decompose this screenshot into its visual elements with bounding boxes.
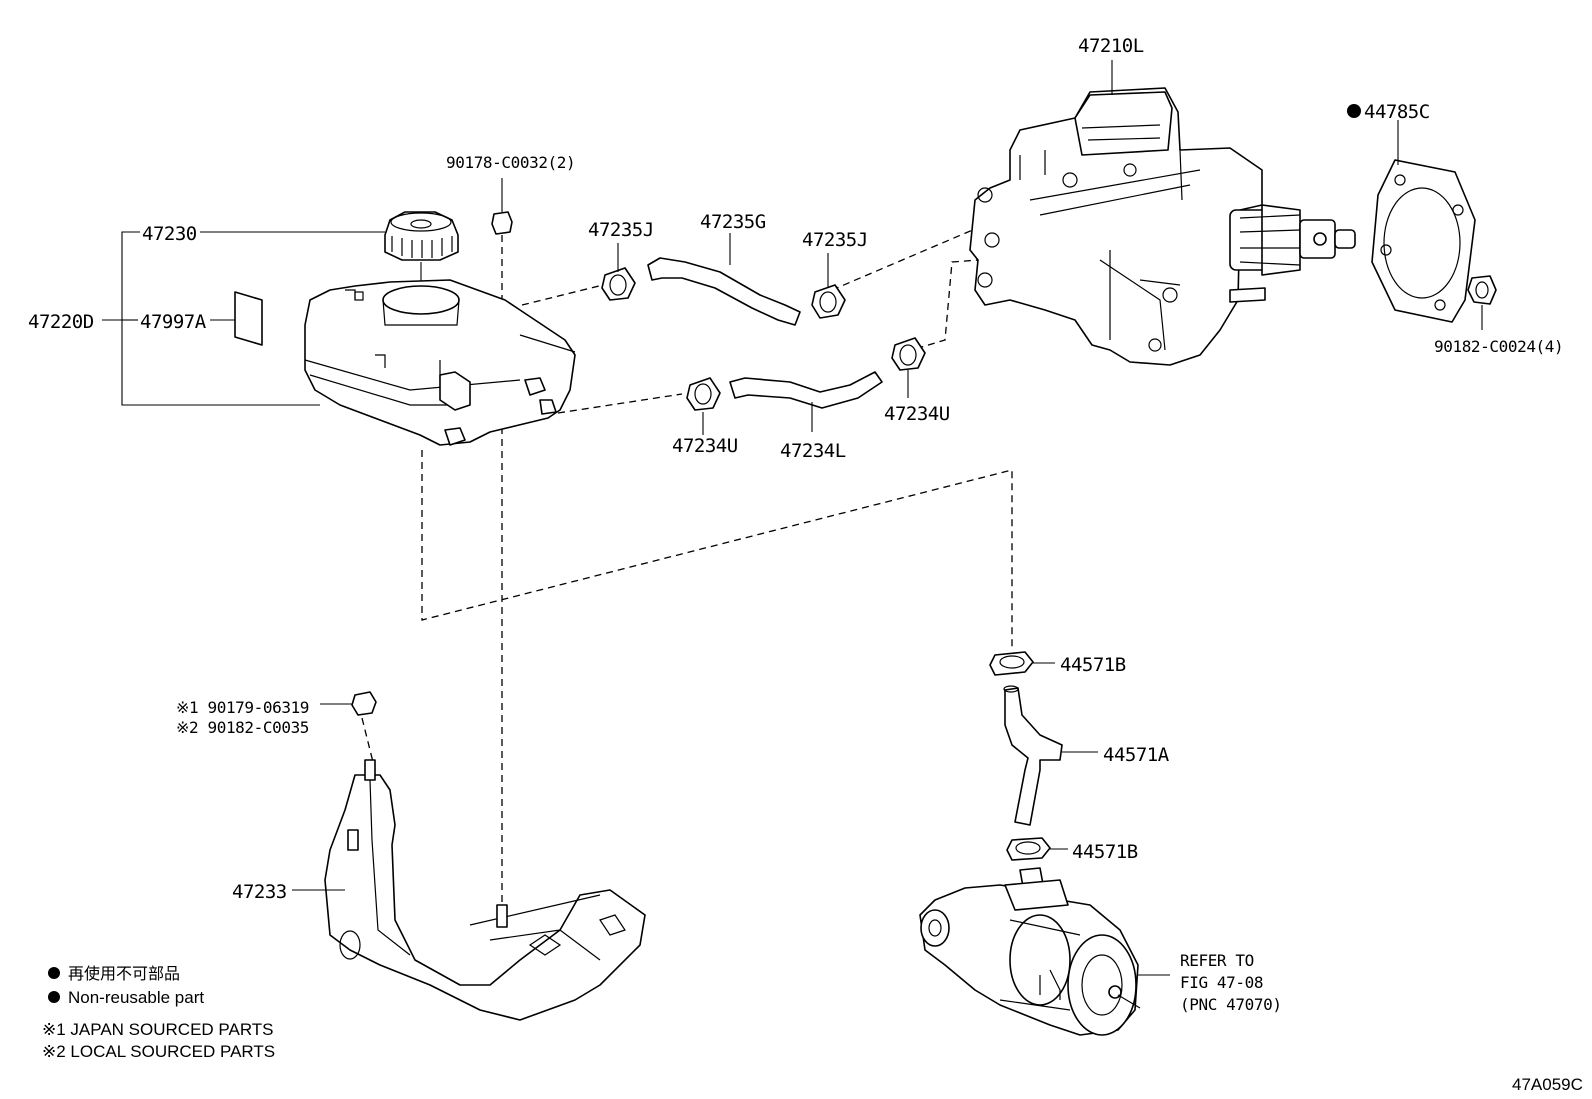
label-47235j-right: 47235J — [802, 229, 868, 251]
refer-to-line2: FIG 47-08 — [1180, 973, 1263, 992]
label-47220d: 47220D — [28, 311, 94, 333]
label-90182-c0024: 90182-C0024(4) — [1434, 337, 1563, 356]
refer-to-line3: (PNC 47070) — [1180, 995, 1282, 1014]
label-47210l: 47210L — [1078, 35, 1144, 57]
non-reusable-dot-icon — [48, 991, 60, 1003]
label-47997a: 47997A — [140, 311, 207, 333]
legend: 再使用不可部品 Non-reusable part ※1 JAPAN SOURC… — [42, 964, 275, 1061]
clip-47235j-left[interactable] — [601, 267, 636, 301]
clip-90179-90182[interactable] — [351, 691, 377, 716]
label-sticker[interactable] — [234, 291, 263, 346]
label-47234u-right: 47234U — [884, 403, 950, 425]
legend-non-reusable-jp: 再使用不可部品 — [68, 964, 180, 983]
clip-47234u-right[interactable] — [891, 337, 926, 371]
reservoir-cap[interactable] — [384, 211, 459, 261]
brake-pump-motor[interactable] — [919, 867, 1141, 1036]
reservoir-group-bracket — [102, 231, 385, 406]
label-47230: 47230 — [142, 223, 197, 245]
hose-47235g[interactable] — [647, 257, 801, 326]
label-90182-c0035: ※2 90182-C0035 — [176, 718, 309, 737]
label-47234u-left: 47234U — [672, 435, 738, 457]
non-reusable-dot-icon — [48, 967, 60, 979]
label-44785c: 44785C — [1364, 101, 1430, 123]
label-44571a: 44571A — [1103, 744, 1170, 766]
label-44571b-top: 44571B — [1060, 654, 1126, 676]
clip-47235j-right[interactable] — [811, 284, 846, 319]
legend-note-1: ※1 JAPAN SOURCED PARTS — [42, 1020, 274, 1039]
clip-47234u-left[interactable] — [686, 377, 721, 411]
gasket[interactable] — [1371, 159, 1476, 323]
nut-90182-c0024[interactable] — [1467, 275, 1497, 305]
legend-non-reusable-en: Non-reusable part — [68, 988, 204, 1007]
label-47234l: 47234L — [780, 440, 846, 462]
leader-lines — [501, 60, 1483, 435]
refer-to-line1: REFER TO — [1180, 951, 1254, 970]
clamp-44571b-bottom[interactable] — [1006, 837, 1051, 861]
label-47235j-left: 47235J — [588, 219, 654, 241]
label-90178-c0032: 90178-C0032(2) — [446, 153, 575, 172]
label-47235g: 47235G — [700, 211, 766, 233]
brake-booster-assembly[interactable] — [969, 87, 1356, 366]
non-reusable-dot-icon — [1347, 104, 1361, 118]
clip-90178-c0032[interactable] — [491, 211, 513, 235]
clamp-44571b-top[interactable] — [989, 651, 1034, 676]
label-44571b-bottom: 44571B — [1072, 841, 1138, 863]
hose-47234l[interactable] — [729, 371, 883, 409]
reservoir-bracket[interactable] — [324, 759, 646, 1021]
hose-44571a[interactable] — [1003, 685, 1063, 826]
brake-fluid-reservoir[interactable] — [304, 279, 576, 446]
label-47233: 47233 — [232, 881, 287, 903]
legend-note-2: ※2 LOCAL SOURCED PARTS — [42, 1042, 275, 1061]
figure-id: 47A059C — [1512, 1075, 1583, 1094]
label-90179-06319: ※1 90179-06319 — [176, 698, 309, 717]
